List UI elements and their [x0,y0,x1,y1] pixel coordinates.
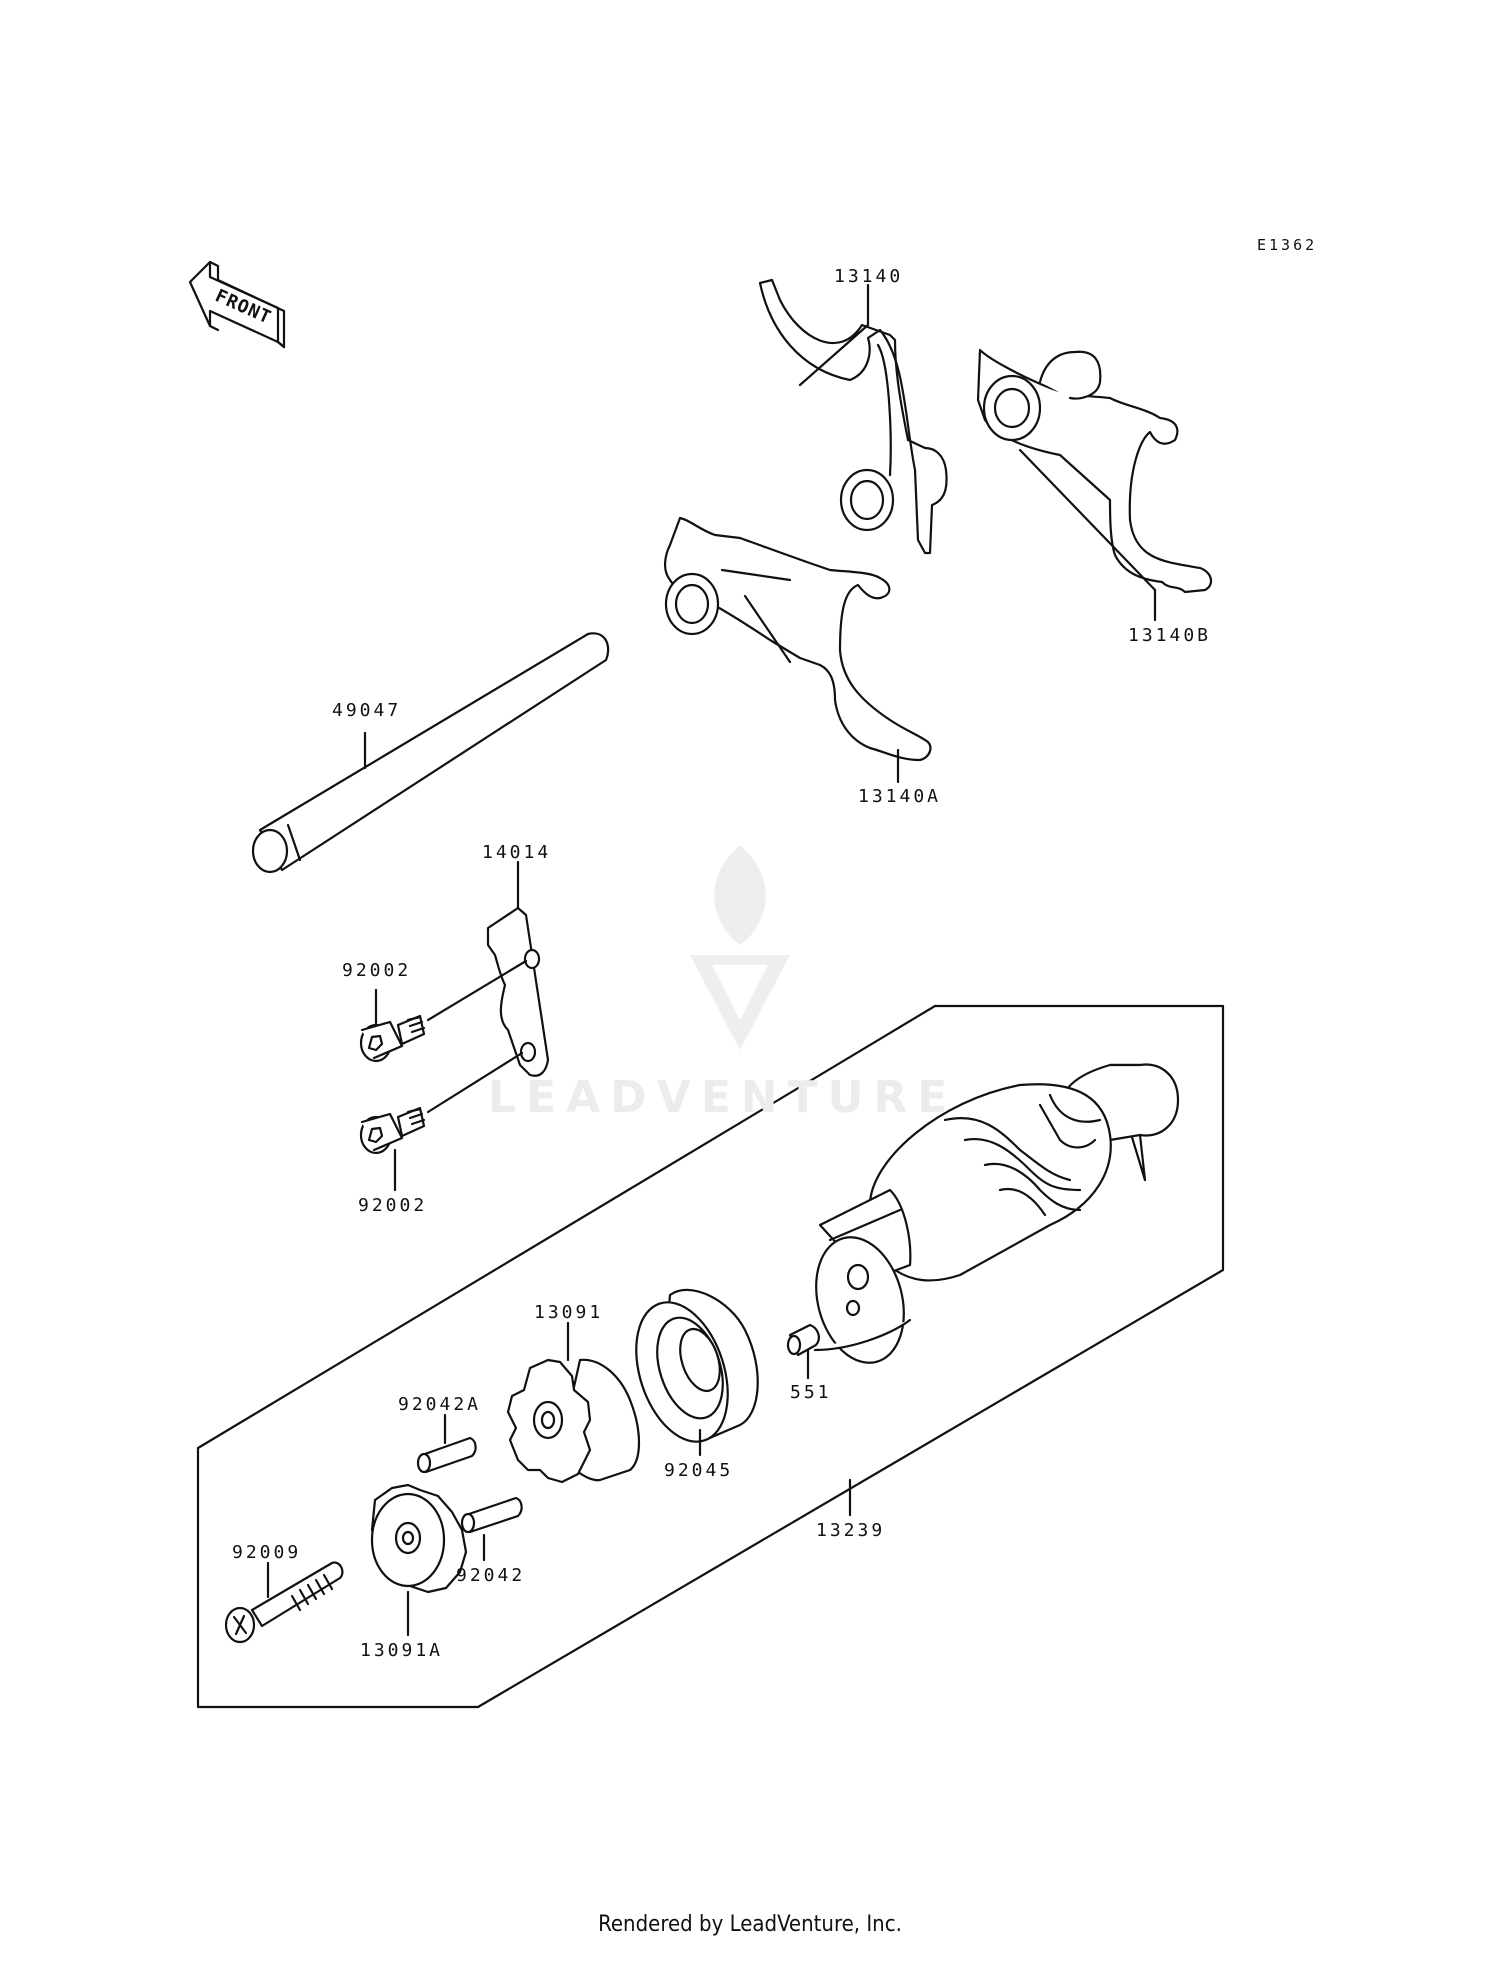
pin-92042A [416,1413,477,1474]
part-label-92045[interactable]: 92045 [664,1460,734,1481]
bolt-92009 [224,1561,344,1644]
watermark-logo [690,845,790,1050]
shift-fork-13140 [758,278,948,555]
front-arrow-icon: FRONT [188,260,286,349]
part-label-92002-top[interactable]: 92002 [342,960,412,981]
part-label-92002-bottom[interactable]: 92002 [358,1195,428,1216]
screw-92002-top [359,959,528,1063]
bearing-92045 [635,1288,759,1457]
shift-fork-13140A [664,516,932,784]
part-label-92042[interactable]: 92042 [456,1565,526,1586]
part-label-49047[interactable]: 49047 [332,700,402,721]
shift-drum [813,1063,1180,1364]
footer-credit: Rendered by LeadVenture, Inc. [598,1912,902,1937]
assembly-box-13239 [196,1004,1225,1709]
cam-13091 [506,1321,640,1484]
diagram-code: E1362 [1257,236,1318,254]
shift-rod-49047 [251,632,610,874]
part-label-13239[interactable]: 13239 [816,1520,886,1541]
part-label-92009[interactable]: 92009 [232,1542,302,1563]
part-label-13140B[interactable]: 13140B [1128,625,1212,646]
part-label-13140A[interactable]: 13140A [858,786,942,807]
part-label-13140[interactable]: 13140 [834,266,904,287]
screw-92002-bottom [359,1051,524,1192]
plate-13091A [370,1483,468,1637]
watermark-text: LEADVENTURE [488,1072,958,1123]
pin-92042 [460,1496,523,1562]
shift-fork-13140B [976,348,1213,622]
part-label-14014[interactable]: 14014 [482,842,552,863]
part-label-13091[interactable]: 13091 [534,1302,604,1323]
plate-14014 [486,860,550,1077]
pin-551 [786,1323,820,1380]
part-label-13091A[interactable]: 13091A [360,1640,444,1661]
part-label-551[interactable]: 551 [790,1382,832,1403]
part-label-92042A[interactable]: 92042A [398,1394,482,1415]
